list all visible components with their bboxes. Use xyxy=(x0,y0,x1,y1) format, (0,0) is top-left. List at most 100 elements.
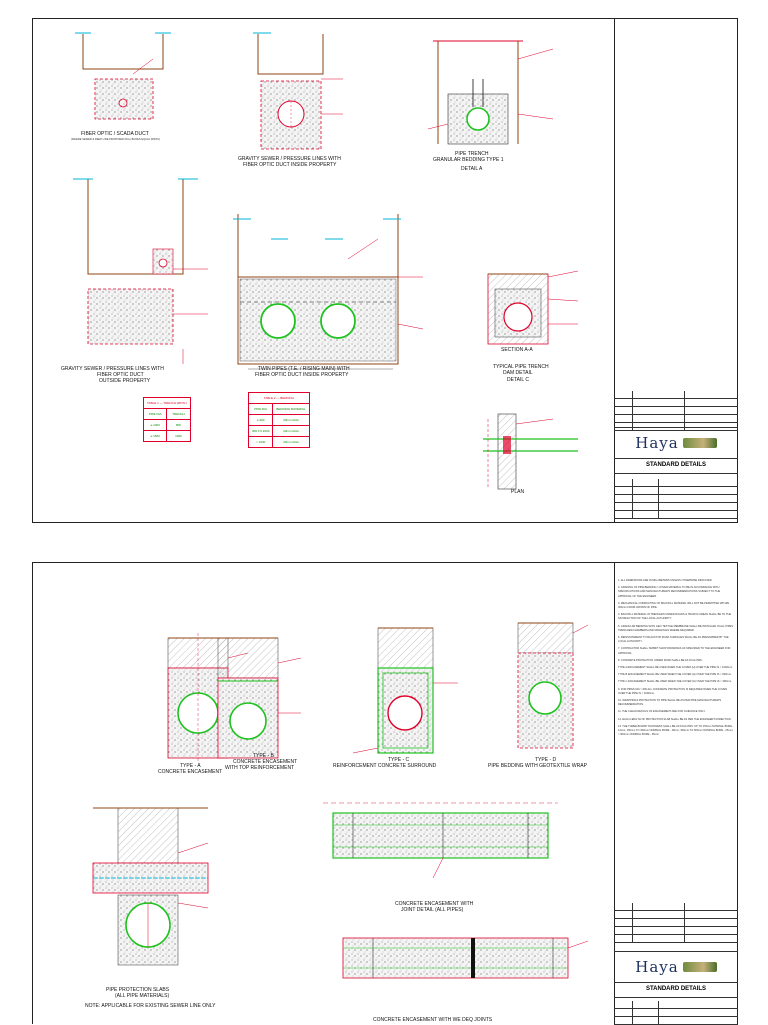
note-item: 5. GRANULAR BEDDING WITH GEO TEXTILE MEM… xyxy=(618,624,734,632)
haya-logo-icon xyxy=(682,962,717,972)
gravity-inside-subtitle: FIBER OPTIC DUCT INSIDE PROPERTY xyxy=(243,162,337,168)
note-item: 4. BACKFILL MATERIAL IN TRENCHES UNDER R… xyxy=(618,613,732,621)
note-item: 1. ALL DIMENSIONS ARE IN MILLIMETERS UNL… xyxy=(618,579,713,582)
bottom-joint-title: CONCRETE ENCASEMENT WITH WE DEQ JOINTS xyxy=(373,1017,493,1023)
note-item: 10. WRAPPINGS PROTECTION TO PIPE SHALL B… xyxy=(618,699,722,707)
table1-cell: PIPE DIA xyxy=(142,408,168,420)
gravity-outside-title: GRAVITY SEWER / PRESSURE LINES WITH xyxy=(61,366,164,372)
title-block-1: Haya STANDARD DETAILS xyxy=(614,19,738,522)
type-d-subtitle: PIPE BEDDING WITH GEOTEXTILE WRAP xyxy=(488,763,587,769)
type-b-detail-text: WITH TOP REINFORCEMENT xyxy=(225,765,295,771)
type-a-title: TYPE - A xyxy=(180,763,201,769)
type-b-title: TYPE - B xyxy=(253,753,274,759)
logo-text: Haya xyxy=(635,434,679,452)
plan-detail xyxy=(483,413,578,490)
type-c-subtitle: REINFORCEMENT CONCRETE SURROUND xyxy=(333,763,437,769)
sheet1-drawings xyxy=(73,32,579,490)
table2-cell: BEDDING MATERIAL xyxy=(272,403,310,415)
type-c-detail xyxy=(352,627,458,754)
table2-cell: > 1000 xyxy=(247,436,274,448)
title-block-bottom-grid-2 xyxy=(614,1001,738,1025)
fiber-optic-title: FIBER OPTIC / SCADA DUCT xyxy=(81,131,149,137)
company-logo-2: Haya xyxy=(614,951,738,983)
protection-slabs-detail xyxy=(92,807,209,966)
table1-cell: TRENCH xyxy=(166,408,191,420)
note-item: 11. THE CLEAN DETAILS OF ENCASEMENT ARE … xyxy=(618,710,706,714)
table2-cell: ≤ 300 xyxy=(247,414,274,426)
note-item: 13. THE THREE BOARD THICKNESS SHALL BE A… xyxy=(618,724,734,737)
gravity-inside-title: GRAVITY SEWER / PRESSURE LINES WITH xyxy=(238,156,341,162)
table1-cell: 1000 xyxy=(166,430,191,442)
table2-cell: 20mm AGG xyxy=(272,436,310,448)
note-item: TYPE A ENCASEMENT SHALL BE USED WHEN THE… xyxy=(618,666,733,670)
company-logo: Haya xyxy=(614,427,738,459)
fiber-optic-duct-detail xyxy=(75,32,171,120)
bottom-joint-detail xyxy=(342,937,589,979)
table1-cell: ≤ 1000 xyxy=(142,419,168,431)
note-item: 12. EACH LENGTH OF PROTECTION SLAB SHALL… xyxy=(618,717,732,721)
note-item: TYPE C ENCASEMENT SHALL BE USED WHEN THE… xyxy=(618,680,732,684)
table2-cell: 300 TO 1000 xyxy=(247,425,274,437)
haya-logo-icon xyxy=(682,438,717,448)
twin-pipes-title: TWIN PIPES (T.E. / RISING MAIN) WITH xyxy=(258,366,350,372)
note-item: 9. FOR PIPES DIA > 600 ALL CONCRETE PROT… xyxy=(618,687,728,695)
table2-cell: 20mm AGG xyxy=(272,425,310,437)
slabs-title: PIPE PROTECTION SLABS xyxy=(106,987,170,993)
type-a-subtitle: CONCRETE ENCASEMENT xyxy=(158,769,223,775)
joint-title: CONCRETE ENCASEMENT WITH xyxy=(395,901,474,907)
gravity-outside-subtitle: FIBER OPTIC DUCT xyxy=(97,372,144,378)
slabs-subtitle: (ALL PIPE MATERIALS) xyxy=(115,993,170,999)
note-item: 2. GRADING OF PIPE BEDDING / COVER MATER… xyxy=(618,586,721,598)
title-block-bottom-grid xyxy=(614,479,738,519)
title-block-2: 1. ALL DIMENSIONS ARE IN MILLIMETERS UNL… xyxy=(614,563,738,1025)
twin-pipes-detail xyxy=(233,214,424,370)
typical-trench-title: TYPICAL PIPE TRENCH xyxy=(493,364,549,370)
plan-title: PLAN xyxy=(511,489,525,495)
section-a-a-title: SECTION A-A xyxy=(501,347,533,353)
typical-trench-detail: DETAIL C xyxy=(507,377,529,383)
twin-pipes-subtitle: FIBER OPTIC DUCT INSIDE PROPERTY xyxy=(255,372,349,378)
drawing-sheet-2: TYPE - A CONCRETE ENCASEMENT TYPE - B CO… xyxy=(32,562,738,1025)
slabs-note: NOTE: APPLICABLE FOR EXISTING SEWER LINE… xyxy=(85,1003,216,1009)
gravity-sewer-inside-detail xyxy=(253,32,343,150)
type-b-subtitle: CONCRETE ENCASEMENT xyxy=(233,759,298,765)
typical-trench-subtitle: DAM DETAIL xyxy=(503,370,533,376)
drawing-area-1: FIBER OPTIC / SCADA DUCT (WHERE SEWER & … xyxy=(33,19,615,522)
section-a-a-detail xyxy=(487,270,579,345)
type-b-detail xyxy=(217,637,302,759)
table1-title: TABLE 1 — TRENCH WIDTH xyxy=(143,397,191,409)
joint-detail xyxy=(323,802,558,879)
pipe-trench-subtitle: GRANULAR BEDDING TYPE 1 xyxy=(433,157,504,163)
gravity-sewer-outside-detail xyxy=(73,178,208,364)
fiber-optic-note: (WHERE SEWER & DEEP LINE PROPOSED PULL B… xyxy=(71,138,161,141)
note-item: TYPE B ENCASEMENT SHALL BE USED WHEN THE… xyxy=(618,673,732,677)
pipe-trench-title: PIPE TRENCH xyxy=(455,151,489,157)
drawing-title-2: STANDARD DETAILS xyxy=(614,981,738,998)
table2-cell: 20mm AGG xyxy=(272,414,310,426)
note-item: 3. MECHANICAL COMPACTING OF BACKFILL MAT… xyxy=(618,601,730,610)
drawing-title: STANDARD DETAILS xyxy=(614,457,738,474)
logo-text: Haya xyxy=(635,958,679,976)
table2-cell: PIPE DIA xyxy=(247,403,274,415)
note-item: 8. CONCRETE PROTECTION UNDER ROAD SHALL … xyxy=(618,658,703,662)
note-item: 6. REINSTATEMENT TO BLACKTOP ROAD SURFAC… xyxy=(618,636,729,644)
drawing-sheet-1: FIBER OPTIC / SCADA DUCT (WHERE SEWER & … xyxy=(32,18,738,523)
drawing-area-2: TYPE - A CONCRETE ENCASEMENT TYPE - B CO… xyxy=(33,563,615,1024)
pipe-trench-detail-a xyxy=(427,40,554,145)
sheet2-drawings xyxy=(92,622,589,979)
type-c-title: TYPE - C xyxy=(388,757,410,763)
gravity-outside-location: OUTSIDE PROPERTY xyxy=(99,378,151,384)
general-notes: 1. ALL DIMENSIONS ARE IN MILLIMETERS UNL… xyxy=(618,579,734,740)
note-item: 7. CONTRACTOR SHALL SUBMIT SHOP DRAWINGS… xyxy=(618,647,731,655)
type-d-detail xyxy=(517,622,589,749)
table2-title: TABLE 2 — BEDDING xyxy=(248,392,310,404)
revision-grid xyxy=(614,391,738,431)
joint-subtitle: JOINT DETAIL (ALL PIPES) xyxy=(401,907,464,913)
revision-grid-2 xyxy=(614,903,738,943)
table1-cell: ≤ 1500 xyxy=(142,430,168,442)
pipe-trench-detail: DETAIL A xyxy=(461,166,483,172)
type-d-title: TYPE - D xyxy=(535,757,557,763)
table1-cell: 800 xyxy=(166,419,191,431)
